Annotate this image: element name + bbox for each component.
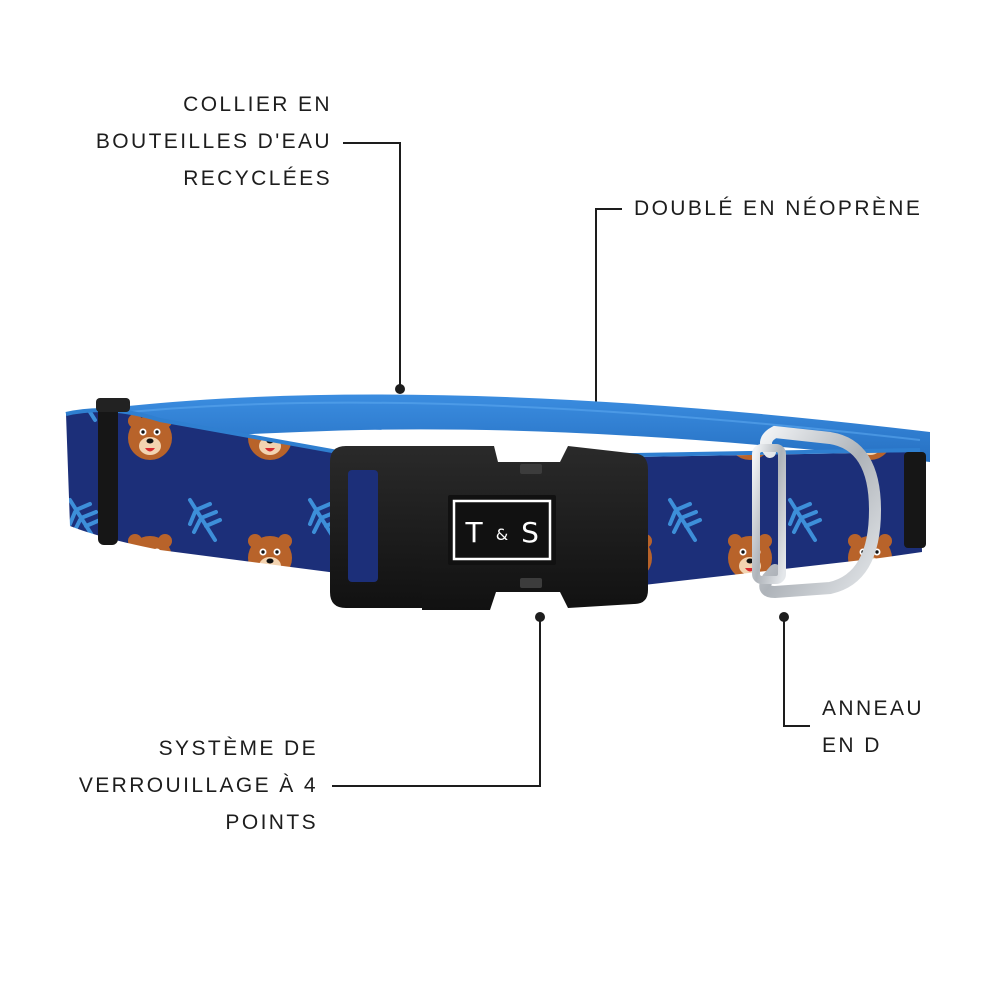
- leader-dot: [779, 612, 789, 622]
- callout-line: SYSTÈME DE: [158, 737, 318, 760]
- buckle-icon: T & S: [330, 446, 648, 610]
- callout-d-ring: ANNEAU EN D: [822, 690, 924, 764]
- neoprene-lining: [110, 394, 930, 462]
- callout-locking-system: SYSTÈME DE VERROUILLAGE À 4 POINTS: [79, 730, 318, 841]
- callout-line: VERROUILLAGE À 4: [78, 774, 318, 797]
- callout-line: DOUBLÉ EN NÉOPRÈNE: [634, 197, 923, 220]
- callout-line: COLLIER EN: [183, 93, 332, 116]
- callout-line: ANNEAU: [822, 697, 924, 720]
- strap-tip: [904, 452, 926, 548]
- leader-line-neoprene: [595, 208, 622, 418]
- leader-dot: [395, 384, 405, 394]
- leader-line-d-ring: [783, 618, 810, 727]
- callout-recycled-bottles: COLLIER EN BOUTEILLES D'EAU RECYCLÉES: [96, 86, 332, 197]
- callout-line: POINTS: [225, 811, 318, 834]
- callout-line: RECYCLÉES: [183, 167, 332, 190]
- brand-logo-plate: [448, 495, 556, 565]
- d-ring-icon: [752, 425, 882, 599]
- leader-lines: [332, 142, 810, 787]
- collar-strap-right: [580, 452, 922, 590]
- logo-letter-t: T: [464, 516, 483, 549]
- slide-keeper-tab: [96, 398, 130, 412]
- collar-strap-left: [66, 410, 360, 576]
- logo-ampersand: &: [496, 525, 508, 544]
- leader-line-locking: [332, 618, 541, 787]
- callout-neoprene-lining: DOUBLÉ EN NÉOPRÈNE: [634, 190, 922, 227]
- leader-line-recycled: [343, 142, 401, 388]
- callout-line: BOUTEILLES D'EAU: [95, 130, 332, 153]
- lining-stitch: [129, 401, 921, 441]
- callout-line: EN D: [822, 734, 882, 757]
- logo-letter-s: S: [521, 516, 539, 549]
- slide-keeper: [98, 405, 118, 545]
- leader-dot: [535, 612, 545, 622]
